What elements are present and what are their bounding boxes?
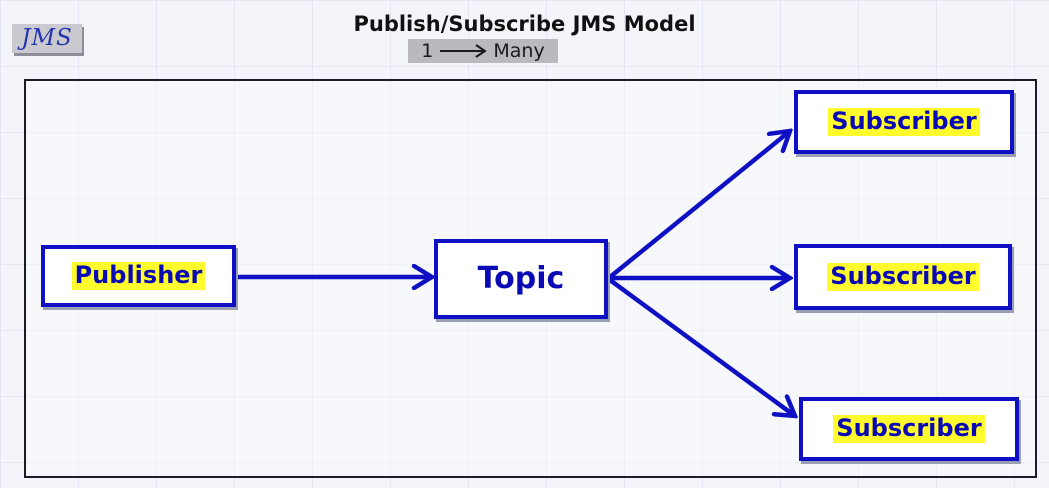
subscriber-label-2: Subscriber bbox=[827, 263, 979, 291]
topic-label: Topic bbox=[477, 260, 565, 296]
slide-title: Publish/Subscribe JMS Model bbox=[353, 12, 696, 36]
long-right-arrow-icon bbox=[440, 44, 488, 58]
cardinality-one: 1 bbox=[421, 40, 434, 62]
topic-node: Topic bbox=[434, 239, 608, 319]
subscriber-node-2: Subscriber bbox=[794, 244, 1012, 310]
subscriber-label-3: Subscriber bbox=[833, 415, 985, 443]
subscriber-node-3: Subscriber bbox=[799, 397, 1019, 461]
cardinality-many: Many bbox=[493, 40, 545, 62]
subscriber-label-1: Subscriber bbox=[828, 108, 980, 136]
publisher-label: Publisher bbox=[71, 262, 206, 290]
edge-topic-to-subscriber-1 bbox=[608, 131, 790, 279]
cardinality-caption: 1 Many bbox=[408, 39, 558, 63]
publisher-node: Publisher bbox=[41, 245, 236, 307]
jms-logo-text: JMS bbox=[21, 25, 73, 51]
subscriber-node-1: Subscriber bbox=[794, 90, 1014, 154]
jms-logo: JMS bbox=[12, 24, 82, 53]
edge-topic-to-subscriber-3 bbox=[608, 278, 795, 416]
